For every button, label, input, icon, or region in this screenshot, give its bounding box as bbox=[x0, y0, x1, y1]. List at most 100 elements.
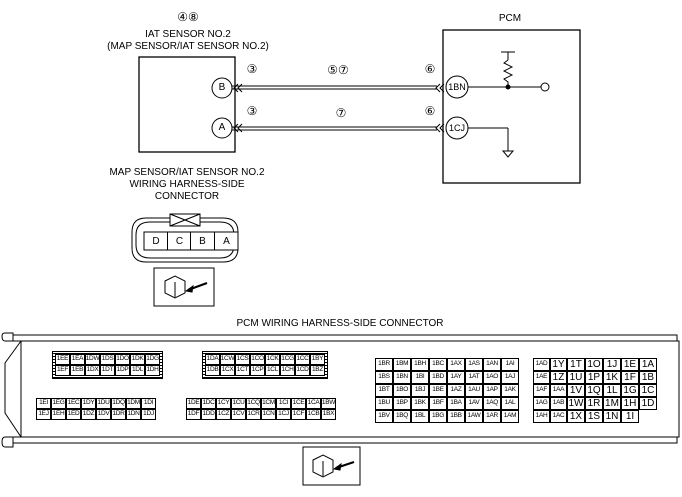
pin-cell-1af: 1AF bbox=[533, 384, 550, 397]
pin-cell-1aj: 1AJ bbox=[501, 371, 519, 384]
connector-chevron-icon bbox=[233, 83, 445, 133]
wire-bottom bbox=[232, 126, 437, 131]
pin-cell-1b: 1B bbox=[639, 371, 657, 384]
pin-cell-1at: 1AT bbox=[465, 371, 483, 384]
pin-cell-1bm: 1BM bbox=[393, 358, 411, 371]
pin-cell-1br: 1BR bbox=[375, 358, 393, 371]
pin-cell-1ay: 1AY bbox=[447, 371, 465, 384]
pin-cell-1az: 1AZ bbox=[447, 384, 465, 397]
pin-cell-1p: 1P bbox=[585, 371, 603, 384]
pin-cell-1dx: 1DX bbox=[85, 365, 100, 376]
pin-cell-1q: 1Q bbox=[585, 384, 603, 397]
pin-cell-1ea: 1EA bbox=[70, 354, 85, 365]
pin-cell-1ar: 1AR bbox=[483, 410, 501, 423]
pcm-pin-1bn-label: 1BN bbox=[448, 82, 466, 92]
pin-cell-1ei: 1EI bbox=[36, 398, 51, 409]
pin-cell-1am: 1AM bbox=[501, 410, 519, 423]
pin-cell-1bu: 1BU bbox=[375, 397, 393, 410]
pin-cell-1dc: 1DC bbox=[201, 398, 216, 409]
pin-cell-1an: 1AN bbox=[483, 358, 501, 371]
sensor-title-line2: (MAP SENSOR/IAT SENSOR NO.2) bbox=[107, 41, 269, 52]
pin-cell-1ba: 1BA bbox=[447, 397, 465, 410]
pin-cell-1cx: 1CX bbox=[220, 365, 235, 376]
pin-cell-1ak: 1AK bbox=[501, 384, 519, 397]
sensor-pin-b-circle bbox=[211, 77, 233, 99]
circled-number-pcm-top: ⑥ bbox=[424, 62, 436, 76]
sensor-connector-caption-line1: MAP SENSOR/IAT SENSOR NO.2 bbox=[109, 167, 265, 178]
pin-cell-1r: 1R bbox=[585, 397, 603, 410]
pin-cell-1i: 1I bbox=[621, 410, 639, 423]
pin-cell-1bd: 1BD bbox=[429, 371, 447, 384]
pin-cell-1al: 1AL bbox=[501, 397, 519, 410]
pin-cell-1s: 1S bbox=[585, 410, 603, 423]
pin-cell-1cq: 1CQ bbox=[246, 398, 261, 409]
pin-cell-1bh: 1BH bbox=[411, 358, 429, 371]
pin-cell-1bw: 1BW bbox=[321, 398, 336, 409]
pin-cell-1dz: 1DZ bbox=[81, 409, 96, 420]
pin-cell-1e: 1E bbox=[621, 358, 639, 371]
arrow-icon bbox=[184, 284, 194, 293]
connector-view-icon bbox=[153, 267, 215, 307]
pin-cell-1bk: 1BK bbox=[411, 397, 429, 410]
pin-cell-1a: 1A bbox=[639, 358, 657, 371]
pin-cell-1j: 1J bbox=[603, 358, 621, 371]
sensor-pin-a-circle bbox=[211, 117, 233, 139]
pin-cell-1bn: 1BN bbox=[393, 371, 411, 384]
pin-cell-1ce: 1CE bbox=[291, 398, 306, 409]
pin-cell-1du: 1DU bbox=[96, 398, 111, 409]
pcm-internal-circuit bbox=[468, 51, 550, 158]
pin-cell-1ch: 1CH bbox=[280, 365, 295, 376]
pcm-connector-caption: PCM WIRING HARNESS-SIDE CONNECTOR bbox=[236, 318, 444, 329]
pin-cell-1be: 1BE bbox=[429, 384, 447, 397]
pin-cell-1ap: 1AP bbox=[483, 384, 501, 397]
pin-cell-1bo: 1BO bbox=[393, 384, 411, 397]
pcm-pin-1cj-label: 1CJ bbox=[448, 123, 465, 133]
pin-cell-1ef: 1EF bbox=[55, 365, 70, 376]
sensor-connector-pin-b: B bbox=[190, 232, 214, 250]
pin-cell-1ai: 1AI bbox=[501, 358, 519, 371]
pin-cell-1z: 1Z bbox=[550, 371, 567, 384]
pin-cell-1as: 1AS bbox=[465, 358, 483, 371]
pin-cell-1ax: 1AX bbox=[447, 358, 465, 371]
pin-cell-1cf: 1CF bbox=[291, 409, 306, 420]
pin-cell-1aq: 1AQ bbox=[483, 397, 501, 410]
pin-cell-1y: 1Y bbox=[550, 358, 567, 371]
pin-cell-1db: 1DB bbox=[205, 365, 220, 376]
pin-cell-1cu: 1CU bbox=[231, 398, 246, 409]
sensor-pin-a-label: A bbox=[218, 122, 226, 133]
resistor-icon bbox=[502, 59, 514, 87]
pin-cell-1w: 1W bbox=[567, 397, 585, 410]
pin-cell-1cv: 1CV bbox=[231, 409, 246, 420]
pin-cell-1h: 1H bbox=[621, 397, 639, 410]
pin-cell-1cg: 1CG bbox=[280, 354, 295, 365]
pin-cell-1cn: 1CN bbox=[261, 409, 276, 420]
pin-cell-1cw: 1CW bbox=[220, 354, 235, 365]
pin-cell-1dr: 1DR bbox=[111, 409, 126, 420]
pin-cell-1dn: 1DN bbox=[126, 409, 141, 420]
pcm-box bbox=[442, 29, 581, 184]
pin-cell-1by: 1BY bbox=[310, 354, 325, 365]
pin-cell-1n: 1N bbox=[603, 410, 621, 423]
pin-cell-1df: 1DF bbox=[186, 409, 201, 420]
pin-cell-1aa: 1AA bbox=[550, 384, 567, 397]
pin-cell-1k: 1K bbox=[603, 371, 621, 384]
pin-cell-1cp: 1CP bbox=[250, 365, 265, 376]
pin-cell-1av: 1AV bbox=[465, 397, 483, 410]
pin-cell-1ca: 1CA bbox=[306, 398, 321, 409]
pin-cell-1ac: 1AC bbox=[550, 410, 567, 423]
pin-cell-1aw: 1AW bbox=[465, 410, 483, 423]
sensor-connector-pin-row: D C B A bbox=[144, 232, 238, 250]
pin-cell-1ao: 1AO bbox=[483, 371, 501, 384]
circled-number-sensor-b: ③ bbox=[246, 62, 258, 76]
pin-cell-1cs: 1CS bbox=[235, 354, 250, 365]
pin-cell-1v: 1V bbox=[567, 384, 585, 397]
pin-cell-1dq: 1DQ bbox=[111, 398, 126, 409]
pin-cell-1bx: 1BX bbox=[321, 409, 336, 420]
pin-cell-1cl: 1CL bbox=[265, 365, 280, 376]
pin-cell-1ah: 1AH bbox=[533, 410, 550, 423]
pin-cell-1ci: 1CI bbox=[276, 398, 291, 409]
pin-cell-1bf: 1BF bbox=[429, 397, 447, 410]
pin-cell-1bs: 1BS bbox=[375, 371, 393, 384]
pin-cell-1cb: 1CB bbox=[306, 409, 321, 420]
pin-cell-1eg: 1EG bbox=[51, 398, 66, 409]
